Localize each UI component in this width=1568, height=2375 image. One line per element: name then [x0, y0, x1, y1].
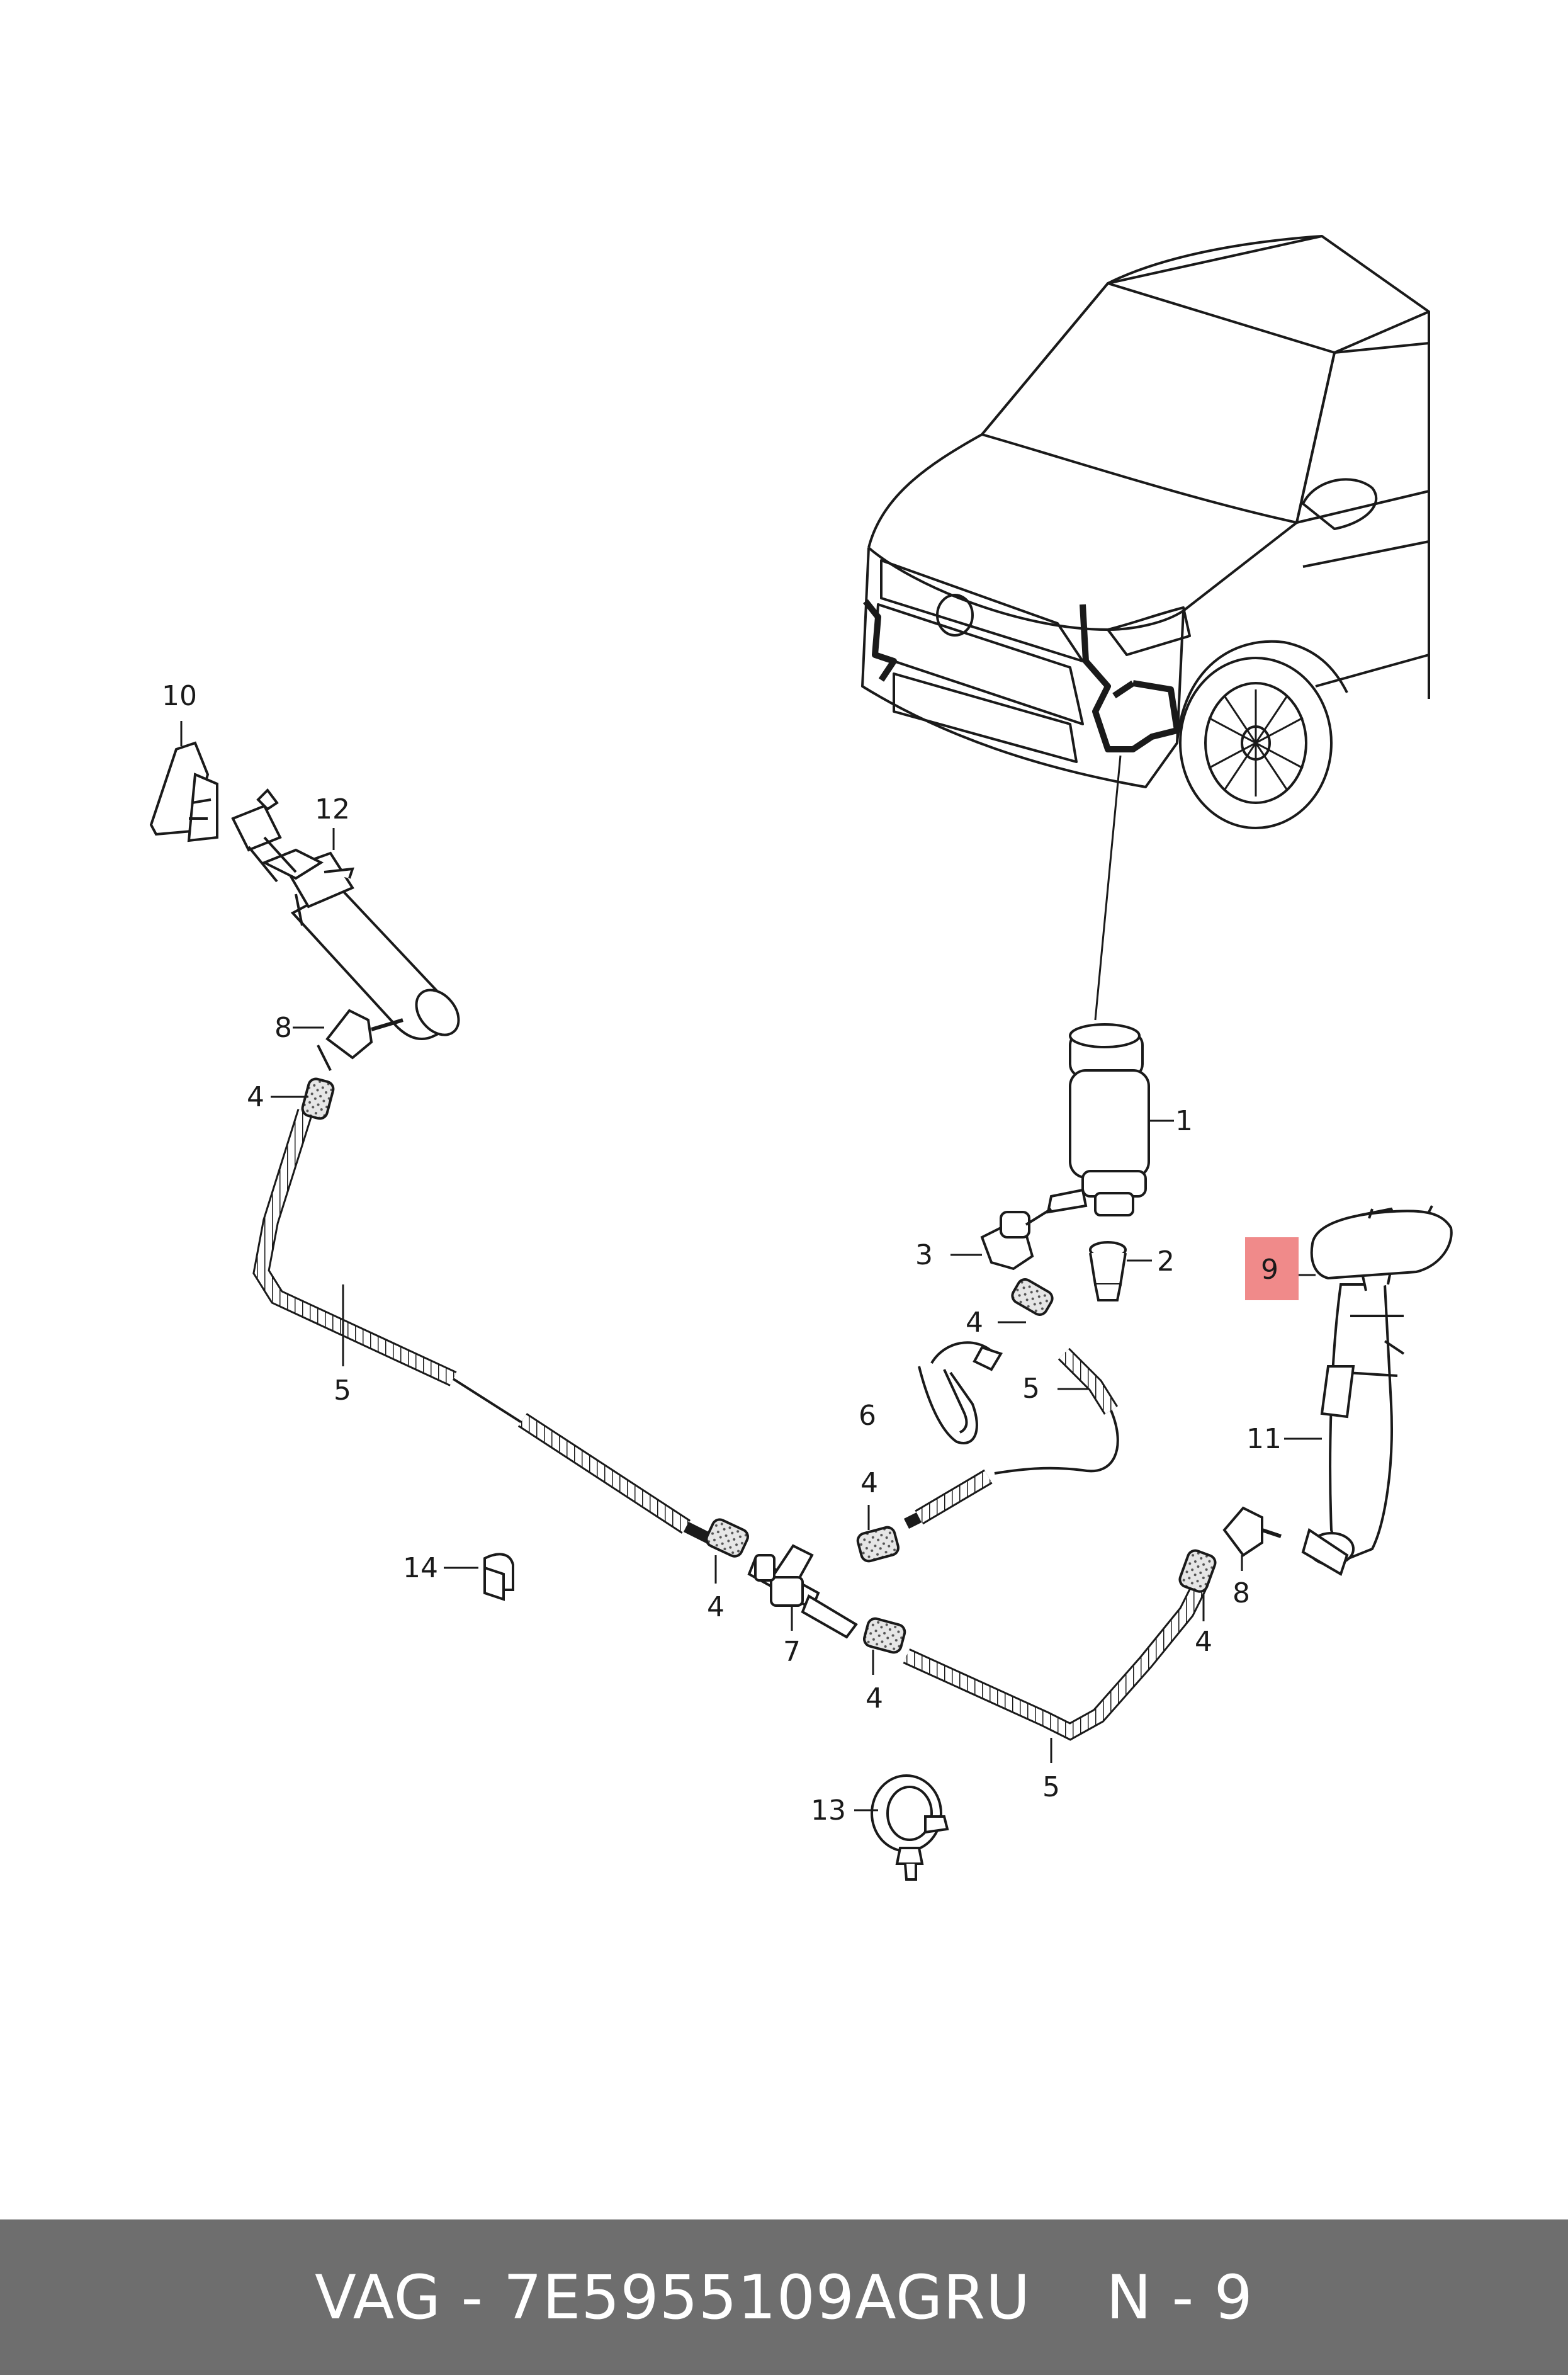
callout-9: 9	[1261, 1254, 1278, 1286]
nozzle-cap-left	[149, 741, 218, 842]
callout-4: 4	[966, 1307, 983, 1339]
footer-bar: VAG - 7E5955109AGRU N - 9	[0, 2219, 1568, 2375]
nozzle-elbow-left	[317, 1009, 403, 1071]
parts-diagram: 1 2 3 4 4 4 4 4 4 5 5 5 6 7 8 8 9 10 11 …	[149, 235, 1453, 1881]
callout-leaders	[180, 721, 1322, 1811]
callout-5: 5	[1022, 1373, 1040, 1405]
hose-clip-14	[483, 1553, 514, 1601]
hose-connector	[1178, 1549, 1217, 1593]
callout-6: 6	[859, 1400, 876, 1432]
callout-2: 2	[1157, 1245, 1175, 1278]
callout-4: 4	[860, 1467, 878, 1499]
callout-12: 12	[315, 793, 350, 825]
vehicle-illustration	[861, 235, 1430, 829]
callout-3: 3	[915, 1239, 933, 1271]
callout-labels: 1 2 3 4 4 4 4 4 4 5 5 5 6 7 8 8 9 10 11 …	[162, 680, 1282, 1827]
callout-1: 1	[1175, 1105, 1193, 1137]
nozzle-cap-right	[1310, 1205, 1453, 1280]
highlight-callout-9	[1245, 1237, 1299, 1300]
callout-8: 8	[1232, 1577, 1250, 1609]
nozzle-elbow-right	[1222, 1506, 1282, 1557]
vehicle-hose-routing	[863, 599, 1180, 752]
callout-8: 8	[274, 1012, 292, 1044]
hose-connector	[301, 1077, 335, 1120]
hose-main-right	[903, 1583, 1207, 1741]
callout-11: 11	[1246, 1423, 1282, 1455]
hose-main-left	[252, 1109, 714, 1545]
hose-connector	[705, 1518, 749, 1558]
callout-4: 4	[247, 1081, 264, 1113]
callout-7: 7	[783, 1636, 801, 1668]
callout-14: 14	[403, 1552, 438, 1584]
callout-10: 10	[162, 680, 197, 712]
hose-connector	[863, 1617, 906, 1654]
callout-13: 13	[811, 1794, 846, 1827]
callout-4: 4	[866, 1682, 883, 1715]
t-piece	[747, 1544, 858, 1639]
hose-clip-13	[871, 1774, 949, 1881]
callout-5: 5	[334, 1375, 351, 1407]
pump-grommet	[1089, 1241, 1127, 1301]
washer-pump	[1046, 1023, 1150, 1216]
hose-connector	[856, 1526, 900, 1563]
pump-location-leader	[1094, 755, 1122, 1021]
hose-elbow-3	[980, 1208, 1052, 1271]
hose-connector-group	[301, 1077, 1217, 1654]
hose-pump-feed	[903, 1347, 1119, 1529]
callout-4: 4	[1195, 1626, 1212, 1658]
hose-connector	[1011, 1278, 1054, 1316]
cable-tie	[918, 1341, 1003, 1444]
diagram-position-label: N - 9	[1106, 2262, 1253, 2333]
headlight-washer-nozzle-left	[231, 788, 460, 1040]
callout-4: 4	[707, 1591, 725, 1623]
callout-5: 5	[1042, 1771, 1060, 1803]
part-number-label: VAG - 7E5955109AGRU	[315, 2262, 1031, 2333]
